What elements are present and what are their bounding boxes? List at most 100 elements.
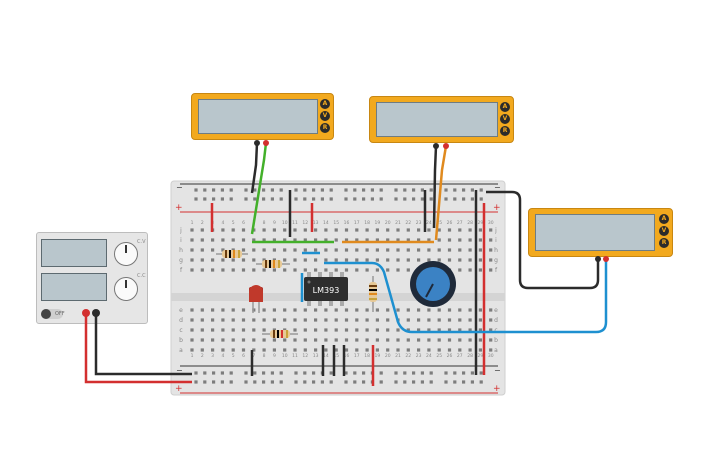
breadboard-hole[interactable] [362, 188, 366, 192]
breadboard-hole[interactable] [211, 348, 215, 352]
breadboard-hole[interactable] [362, 197, 366, 201]
breadboard-hole[interactable] [458, 318, 462, 322]
breadboard-hole[interactable] [453, 380, 457, 384]
resistor[interactable] [369, 276, 377, 312]
breadboard-hole[interactable] [379, 380, 383, 384]
breadboard-hole[interactable] [293, 308, 297, 312]
breadboard-hole[interactable] [386, 228, 390, 232]
breadboard-hole[interactable] [221, 338, 225, 342]
breadboard-hole[interactable] [293, 318, 297, 322]
probe-black-meter2[interactable] [433, 143, 439, 149]
breadboard-hole[interactable] [403, 371, 407, 375]
breadboard-hole[interactable] [279, 371, 283, 375]
breadboard-hole[interactable] [262, 228, 266, 232]
breadboard-hole[interactable] [479, 188, 483, 192]
breadboard-hole[interactable] [324, 338, 328, 342]
breadboard-hole[interactable] [190, 268, 194, 272]
breadboard-hole[interactable] [252, 268, 256, 272]
breadboard-hole[interactable] [375, 228, 379, 232]
breadboard-hole[interactable] [229, 188, 233, 192]
breadboard-hole[interactable] [375, 308, 379, 312]
breadboard-hole[interactable] [324, 258, 328, 262]
breadboard-hole[interactable] [314, 338, 318, 342]
breadboard-hole[interactable] [355, 348, 359, 352]
breadboard-hole[interactable] [231, 238, 235, 242]
breadboard-hole[interactable] [320, 188, 324, 192]
breadboard-hole[interactable] [244, 380, 248, 384]
breadboard-hole[interactable] [420, 371, 424, 375]
breadboard-hole[interactable] [447, 258, 452, 262]
breadboard-hole[interactable] [303, 318, 307, 322]
breadboard-hole[interactable] [479, 371, 483, 375]
breadboard-hole[interactable] [458, 348, 462, 352]
breadboard-hole[interactable] [403, 380, 407, 384]
breadboard-hole[interactable] [403, 188, 407, 192]
breadboard-hole[interactable] [375, 328, 379, 332]
breadboard-hole[interactable] [437, 328, 441, 332]
breadboard-hole[interactable] [283, 348, 287, 352]
breadboard-hole[interactable] [194, 380, 198, 384]
breadboard-hole[interactable] [406, 248, 410, 252]
breadboard-hole[interactable] [314, 308, 318, 312]
breadboard-hole[interactable] [293, 228, 297, 232]
breadboard-hole[interactable] [447, 338, 452, 342]
breadboard-hole[interactable] [344, 328, 349, 332]
breadboard-hole[interactable] [314, 348, 318, 352]
breadboard-hole[interactable] [329, 197, 333, 201]
breadboard-hole[interactable] [221, 248, 225, 252]
breadboard-hole[interactable] [412, 197, 416, 201]
breadboard-hole[interactable] [314, 248, 318, 252]
breadboard-hole[interactable] [489, 318, 493, 322]
breadboard-hole[interactable] [283, 308, 287, 312]
breadboard-hole[interactable] [344, 248, 349, 252]
breadboard-hole[interactable] [279, 197, 283, 201]
breadboard-hole[interactable] [324, 238, 328, 242]
breadboard-hole[interactable] [478, 318, 482, 322]
breadboard-hole[interactable] [375, 268, 379, 272]
breadboard-hole[interactable] [294, 371, 298, 375]
breadboard-hole[interactable] [262, 380, 266, 384]
breadboard-hole[interactable] [231, 328, 235, 332]
breadboard-hole[interactable] [375, 248, 379, 252]
multimeter-2[interactable]: A V R [369, 96, 514, 143]
breadboard-hole[interactable] [468, 318, 472, 322]
breadboard-hole[interactable] [370, 197, 374, 201]
breadboard-hole[interactable] [324, 248, 328, 252]
breadboard-hole[interactable] [334, 248, 338, 252]
wire-black-meter2[interactable] [432, 145, 438, 229]
breadboard-hole[interactable] [303, 308, 307, 312]
breadboard-hole[interactable] [394, 197, 398, 201]
breadboard-hole[interactable] [386, 348, 390, 352]
breadboard-hole[interactable] [429, 371, 433, 375]
breadboard-hole[interactable] [244, 197, 248, 201]
breadboard-hole[interactable] [303, 328, 307, 332]
breadboard-hole[interactable] [334, 258, 338, 262]
breadboard-hole[interactable] [437, 308, 441, 312]
breadboard-hole[interactable] [241, 348, 246, 352]
breadboard-hole[interactable] [468, 238, 472, 242]
breadboard-hole[interactable] [396, 248, 400, 252]
power-supply[interactable]: C.V C.C OFF [36, 232, 148, 324]
amps-mode-button[interactable]: A [659, 214, 669, 224]
breadboard-hole[interactable] [344, 197, 348, 201]
breadboard-hole[interactable] [344, 228, 349, 232]
breadboard-hole[interactable] [344, 318, 349, 322]
breadboard-hole[interactable] [312, 380, 316, 384]
breadboard-hole[interactable] [470, 188, 474, 192]
breadboard-hole[interactable] [262, 248, 266, 252]
breadboard-hole[interactable] [324, 268, 328, 272]
breadboard-hole[interactable] [353, 371, 357, 375]
breadboard-hole[interactable] [190, 258, 194, 262]
breadboard-hole[interactable] [270, 371, 274, 375]
breadboard-hole[interactable] [252, 248, 256, 252]
breadboard-hole[interactable] [362, 380, 366, 384]
breadboard-hole[interactable] [279, 188, 283, 192]
multimeter-3[interactable]: A V R [528, 208, 673, 257]
breadboard-hole[interactable] [262, 197, 266, 201]
breadboard-hole[interactable] [437, 238, 441, 242]
voltage-knob[interactable] [114, 242, 138, 266]
breadboard-hole[interactable] [221, 258, 225, 262]
breadboard-hole[interactable] [417, 348, 421, 352]
breadboard-hole[interactable] [344, 238, 349, 242]
